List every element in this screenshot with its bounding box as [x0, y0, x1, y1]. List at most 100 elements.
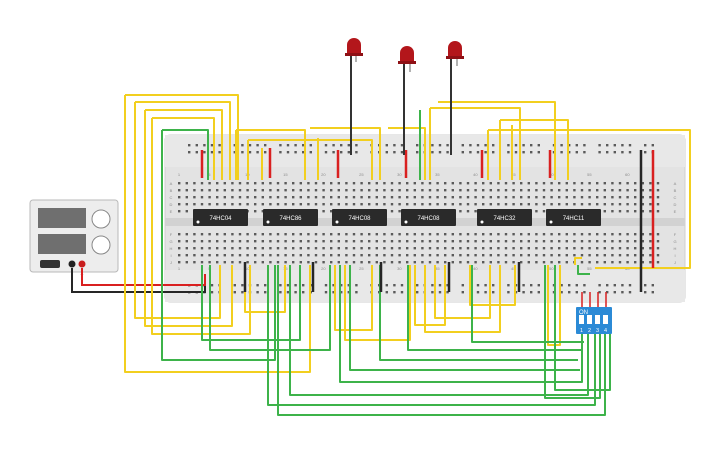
breadboard-hole[interactable]	[656, 240, 660, 243]
rail-hole[interactable]	[332, 284, 335, 287]
led-1[interactable]	[345, 38, 363, 155]
breadboard-hole[interactable]	[512, 254, 515, 257]
breadboard-hole[interactable]	[254, 247, 257, 250]
breadboard-hole[interactable]	[307, 203, 310, 206]
breadboard-hole[interactable]	[504, 203, 508, 206]
breadboard-hole[interactable]	[284, 240, 287, 243]
breadboard-hole[interactable]	[542, 254, 546, 257]
rail-hole[interactable]	[279, 144, 282, 147]
breadboard-hole[interactable]	[383, 203, 386, 206]
rail-hole[interactable]	[264, 284, 267, 287]
breadboard-hole[interactable]	[345, 196, 348, 199]
rail-hole[interactable]	[279, 151, 282, 154]
breadboard-hole[interactable]	[634, 196, 637, 199]
rail-hole[interactable]	[606, 144, 609, 147]
rail-hole[interactable]	[522, 144, 525, 147]
breadboard-hole[interactable]	[322, 233, 325, 236]
breadboard-hole[interactable]	[178, 233, 181, 236]
rail-hole[interactable]	[393, 144, 396, 147]
breadboard-hole[interactable]	[261, 240, 264, 243]
breadboard-hole[interactable]	[542, 261, 546, 264]
breadboard-hole[interactable]	[565, 247, 568, 250]
breadboard-hole[interactable]	[307, 254, 310, 257]
breadboard-hole[interactable]	[360, 189, 363, 192]
breadboard-hole[interactable]	[330, 254, 333, 257]
breadboard-hole[interactable]	[611, 247, 614, 250]
current-knob[interactable]	[91, 235, 111, 255]
breadboard-hole[interactable]	[527, 203, 530, 206]
breadboard-hole[interactable]	[261, 196, 264, 199]
wire[interactable]	[544, 265, 601, 399]
rail-hole[interactable]	[355, 151, 358, 154]
breadboard-hole[interactable]	[512, 196, 515, 199]
breadboard-hole[interactable]	[444, 240, 447, 243]
wire[interactable]	[145, 109, 223, 180]
breadboard-hole[interactable]	[512, 233, 515, 236]
breadboard-hole[interactable]	[542, 240, 546, 243]
breadboard-hole[interactable]	[223, 203, 226, 206]
breadboard-hole[interactable]	[246, 189, 249, 192]
wire[interactable]	[236, 129, 306, 180]
rail-hole[interactable]	[560, 144, 563, 147]
breadboard-hole[interactable]	[375, 233, 378, 236]
rail-hole[interactable]	[302, 144, 305, 147]
breadboard-hole[interactable]	[360, 261, 363, 264]
breadboard-hole[interactable]	[208, 261, 211, 264]
breadboard-hole[interactable]	[307, 261, 310, 264]
breadboard-hole[interactable]	[185, 240, 188, 243]
wire[interactable]	[471, 265, 584, 343]
breadboard-hole[interactable]	[337, 261, 340, 264]
led-2[interactable]	[398, 46, 416, 155]
breadboard-hole[interactable]	[482, 203, 485, 206]
breadboard-hole[interactable]	[375, 203, 378, 206]
breadboard-hole[interactable]	[580, 240, 584, 243]
breadboard-hole[interactable]	[550, 240, 553, 243]
breadboard-hole[interactable]	[216, 182, 219, 185]
breadboard-hole[interactable]	[178, 240, 181, 243]
breadboard-hole[interactable]	[489, 196, 492, 199]
breadboard-hole[interactable]	[535, 210, 538, 213]
rail-hole[interactable]	[233, 144, 236, 147]
breadboard-hole[interactable]	[292, 189, 295, 192]
breadboard-hole[interactable]	[497, 233, 500, 236]
rail-hole[interactable]	[492, 151, 495, 154]
breadboard-hole[interactable]	[345, 240, 348, 243]
breadboard-hole[interactable]	[254, 261, 257, 264]
breadboard-hole[interactable]	[444, 189, 447, 192]
breadboard-hole[interactable]	[421, 189, 424, 192]
dip-switch-3[interactable]	[595, 315, 600, 324]
breadboard-hole[interactable]	[474, 254, 477, 257]
rail-hole[interactable]	[583, 151, 586, 154]
breadboard-hole[interactable]	[406, 261, 409, 264]
breadboard-hole[interactable]	[459, 210, 462, 213]
breadboard-hole[interactable]	[406, 182, 409, 185]
breadboard-hole[interactable]	[299, 196, 302, 199]
breadboard-hole[interactable]	[474, 233, 477, 236]
breadboard-hole[interactable]	[178, 247, 181, 250]
wire[interactable]	[407, 265, 582, 351]
breadboard-hole[interactable]	[489, 233, 492, 236]
breadboard-hole[interactable]	[352, 196, 356, 199]
rail-hole[interactable]	[606, 291, 609, 294]
breadboard-hole[interactable]	[611, 261, 614, 264]
rail-hole[interactable]	[355, 291, 358, 294]
breadboard-hole[interactable]	[451, 189, 454, 192]
breadboard-hole[interactable]	[383, 240, 386, 243]
breadboard-hole[interactable]	[314, 203, 318, 206]
breadboard-hole[interactable]	[542, 182, 546, 185]
breadboard-hole[interactable]	[611, 196, 614, 199]
breadboard-hole[interactable]	[375, 247, 378, 250]
breadboard-hole[interactable]	[504, 233, 508, 236]
breadboard-hole[interactable]	[246, 233, 249, 236]
breadboard-hole[interactable]	[269, 196, 272, 199]
breadboard-hole[interactable]	[238, 240, 242, 243]
rail-hole[interactable]	[347, 151, 350, 154]
rail-hole[interactable]	[355, 284, 358, 287]
breadboard-hole[interactable]	[223, 240, 226, 243]
rail-hole[interactable]	[651, 284, 654, 287]
breadboard-hole[interactable]	[231, 233, 234, 236]
breadboard-hole[interactable]	[459, 196, 462, 199]
breadboard-hole[interactable]	[656, 233, 660, 236]
breadboard-hole[interactable]	[580, 203, 584, 206]
breadboard-hole[interactable]	[482, 233, 485, 236]
